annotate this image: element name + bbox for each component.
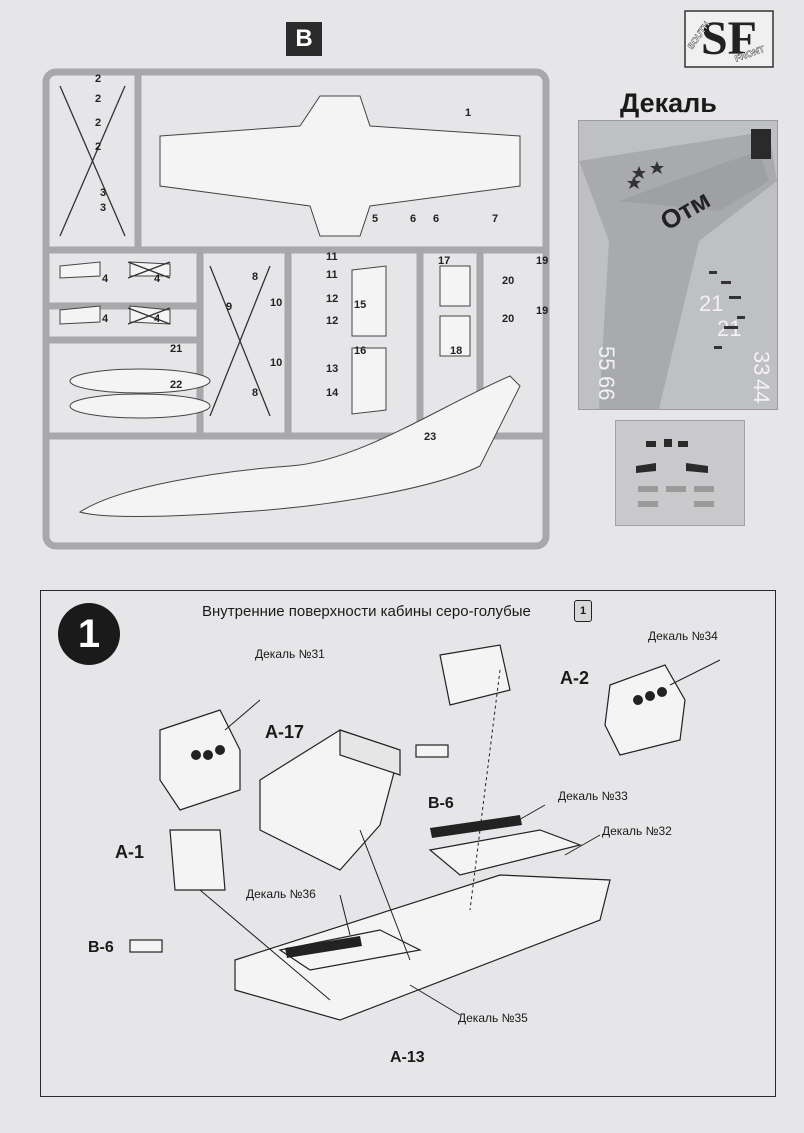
- part-num-12b: 12: [326, 315, 338, 327]
- decal-number-44: 44: [749, 379, 774, 403]
- part-label-b6-left: B-6: [88, 939, 114, 956]
- part-num-4b: 4: [154, 273, 161, 285]
- part-num-3a: 3: [100, 187, 106, 199]
- part-label-a1: A-1: [115, 842, 144, 862]
- part-num-10a: 10: [270, 297, 282, 309]
- part-num-12a: 12: [326, 293, 338, 305]
- cockpit-assembly-diagram: A-17 A-2 A-1 B-6 B-6 A-13 Декаль №31 Дек…: [88, 630, 721, 1066]
- part-num-16: 16: [354, 345, 366, 357]
- part-num-14: 14: [326, 387, 339, 399]
- decal-label-35: Декаль №35: [458, 1011, 528, 1025]
- sprue-letter-badge: B: [286, 22, 322, 56]
- part-num-4c: 4: [102, 313, 109, 325]
- decal-sheet-image: Отм 21 21 33 44 55 66: [578, 120, 778, 410]
- part-num-1: 1: [465, 107, 471, 119]
- part-num-2c: 2: [95, 117, 101, 129]
- decal-number-21a: 21: [699, 291, 723, 316]
- decal-sheet-small-image: [615, 420, 745, 526]
- part-label-a13: A-13: [390, 1049, 425, 1066]
- part-num-20b: 20: [502, 313, 514, 325]
- decal-label-34: Декаль №34: [648, 630, 718, 643]
- part-num-21: 21: [170, 343, 182, 355]
- part-num-19a: 19: [536, 255, 548, 267]
- part-num-10b: 10: [270, 357, 282, 369]
- part-num-9: 9: [226, 301, 232, 313]
- part-label-b6-top: B-6: [428, 795, 454, 812]
- part-num-22: 22: [170, 379, 182, 391]
- decal-label-32: Декаль №32: [602, 824, 672, 838]
- part-num-19b: 19: [536, 305, 548, 317]
- part-num-7: 7: [492, 213, 498, 225]
- part-num-15: 15: [354, 299, 366, 311]
- part-num-2d: 2: [95, 141, 101, 153]
- decal-label-36: Декаль №36: [246, 887, 316, 901]
- part-num-23: 23: [424, 431, 436, 443]
- part-num-11b: 11: [326, 269, 338, 281]
- part-num-2b: 2: [95, 93, 101, 105]
- part-label-a2: A-2: [560, 668, 589, 688]
- part-num-20a: 20: [502, 275, 514, 287]
- decal-number-55: 55: [594, 346, 619, 370]
- part-num-8a: 8: [252, 271, 258, 283]
- part-num-4d: 4: [154, 313, 161, 325]
- decal-label-31: Декаль №31: [255, 647, 325, 661]
- part-num-8b: 8: [252, 387, 258, 399]
- decal-title: Декаль: [620, 88, 717, 118]
- part-num-4a: 4: [102, 273, 109, 285]
- part-num-11a: 11: [326, 251, 338, 263]
- paint-can-icon: 1: [574, 600, 592, 622]
- part-num-13: 13: [326, 363, 338, 375]
- decal-number-66: 66: [594, 376, 619, 400]
- step-1-frame: [40, 590, 776, 1097]
- part-label-a17: A-17: [265, 722, 304, 742]
- part-num-6b: 6: [433, 213, 439, 225]
- sprue-b-diagram: 2 2 2 2 3 3 1 5 6 6 7 4 4 4 4 8 8 9 10 1…: [42, 68, 550, 550]
- logo-monogram: SF: [701, 12, 757, 65]
- part-num-5: 5: [372, 213, 378, 225]
- step-number-badge: 1: [58, 603, 120, 665]
- south-front-logo: SF SOUTH FRONT: [684, 10, 774, 68]
- part-num-6a: 6: [410, 213, 416, 225]
- part-num-3b: 3: [100, 202, 106, 214]
- part-num-17: 17: [438, 255, 450, 267]
- step-instruction: Внутренние поверхности кабины серо-голуб…: [202, 603, 531, 620]
- decal-number-33: 33: [749, 351, 774, 375]
- decal-label-33: Декаль №33: [558, 789, 628, 803]
- part-num-2a: 2: [95, 73, 101, 85]
- part-num-18: 18: [450, 345, 462, 357]
